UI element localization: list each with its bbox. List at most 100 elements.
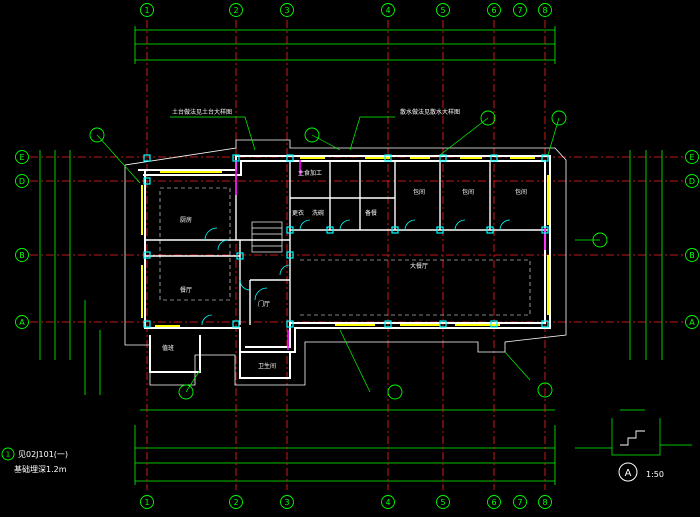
top-dimension-chains bbox=[134, 26, 556, 64]
stair bbox=[251, 221, 283, 253]
axis-label: A bbox=[689, 318, 695, 327]
axis-bubble-top: 8 bbox=[538, 3, 552, 17]
column bbox=[143, 177, 151, 185]
axis-bubble-bottom: 3 bbox=[280, 495, 294, 509]
axis-bubble-left: B bbox=[15, 248, 29, 262]
room-label: 门厅 bbox=[258, 300, 270, 308]
column bbox=[286, 251, 294, 259]
column bbox=[143, 154, 151, 162]
axis-bubble-right: D bbox=[685, 174, 699, 188]
axis-bubble-top: 7 bbox=[513, 3, 527, 17]
axis-label: 5 bbox=[440, 6, 445, 15]
room-label: 包间 bbox=[462, 188, 474, 196]
foundation-note-line-2: 基础埋深1.2m bbox=[14, 464, 67, 474]
axis-label: 3 bbox=[284, 6, 289, 15]
column bbox=[541, 154, 549, 162]
axis-label: 8 bbox=[542, 498, 547, 507]
axis-label: 4 bbox=[385, 6, 390, 15]
room-labels: 厨房 餐厅 大餐厅 包间 包间 包间 主食加工 更衣 洗碗 备餐 门厅 值班 卫… bbox=[162, 169, 527, 370]
column bbox=[541, 320, 549, 328]
column bbox=[286, 226, 294, 234]
axis-bubble-left: A bbox=[15, 315, 29, 329]
column bbox=[439, 154, 447, 162]
dashed-lines bbox=[159, 187, 531, 316]
axis-label: B bbox=[19, 251, 25, 260]
room-label: 更衣 bbox=[292, 209, 304, 217]
room-label: 值班 bbox=[162, 344, 174, 352]
columns bbox=[143, 154, 549, 328]
foundation-note-line-1: 见02J101(一) bbox=[18, 450, 68, 459]
room-label: 主食加工 bbox=[298, 169, 322, 177]
axis-label: 1 bbox=[144, 498, 149, 507]
callout-leaders bbox=[96, 116, 600, 393]
axis-bubble-right: B bbox=[685, 248, 699, 262]
column bbox=[384, 154, 392, 162]
axis-label: 3 bbox=[284, 498, 289, 507]
axis-label: E bbox=[19, 153, 24, 162]
bottom-dimension-chains bbox=[134, 409, 556, 485]
axis-bubble-top: 1 bbox=[140, 3, 154, 17]
axis-label: 7 bbox=[517, 498, 522, 507]
detail-scale: 1:50 bbox=[646, 470, 664, 479]
column bbox=[490, 154, 498, 162]
foundation-note: 1 见02J101(一) 基础埋深1.2m bbox=[1, 447, 68, 474]
column bbox=[143, 320, 151, 328]
detail-a: A 1:50 bbox=[575, 409, 692, 482]
axis-label: A bbox=[19, 318, 25, 327]
axis-bubble-bottom: 4 bbox=[381, 495, 395, 509]
axis-bubble-left: E bbox=[15, 150, 29, 164]
column bbox=[286, 320, 294, 328]
windows bbox=[141, 157, 549, 327]
column bbox=[439, 320, 447, 328]
axis-label: D bbox=[19, 177, 25, 186]
axis-bubble-top: 2 bbox=[229, 3, 243, 17]
axis-label: 2 bbox=[233, 498, 238, 507]
column bbox=[436, 226, 444, 234]
axis-label: 8 bbox=[542, 6, 547, 15]
column bbox=[326, 226, 334, 234]
column bbox=[286, 154, 294, 162]
axis-bubble-bottom: 6 bbox=[487, 495, 501, 509]
axis-bubble-bottom: 5 bbox=[436, 495, 450, 509]
column bbox=[236, 252, 244, 260]
column bbox=[384, 320, 392, 328]
axis-label: E bbox=[689, 153, 694, 162]
svg-text:1: 1 bbox=[6, 451, 10, 459]
axis-bubble-bottom: 1 bbox=[140, 495, 154, 509]
doors bbox=[201, 219, 511, 326]
axis-label: B bbox=[689, 251, 695, 260]
room-label: 洗碗 bbox=[312, 209, 324, 217]
column bbox=[232, 154, 240, 162]
room-label: 包间 bbox=[413, 188, 425, 196]
detail-id: A bbox=[625, 468, 632, 479]
column bbox=[541, 226, 549, 234]
axis-bubble-bottom: 2 bbox=[229, 495, 243, 509]
axis-bubble-right: A bbox=[685, 315, 699, 329]
axis-bubble-top: 3 bbox=[280, 3, 294, 17]
axis-label: 5 bbox=[440, 498, 445, 507]
axis-label: D bbox=[689, 177, 695, 186]
column bbox=[143, 251, 151, 259]
callout-circles bbox=[89, 110, 608, 400]
room-label: 包间 bbox=[515, 188, 527, 196]
axis-bubble-right: E bbox=[685, 150, 699, 164]
room-label: 大餐厅 bbox=[410, 262, 428, 270]
column bbox=[391, 226, 399, 234]
axis-bubble-bottom: 7 bbox=[513, 495, 527, 509]
axis-bubble-left: D bbox=[15, 174, 29, 188]
axis-label: 6 bbox=[491, 498, 496, 507]
room-label: 卫生间 bbox=[258, 362, 276, 370]
apron-outline bbox=[124, 139, 567, 386]
column bbox=[490, 320, 498, 328]
axis-label: 4 bbox=[385, 498, 390, 507]
axis-label: 2 bbox=[233, 6, 238, 15]
axis-bubble-top: 5 bbox=[436, 3, 450, 17]
room-label: 餐厅 bbox=[180, 286, 192, 294]
axis-label: 7 bbox=[517, 6, 522, 15]
room-label: 厨房 bbox=[180, 216, 192, 224]
room-label: 备餐 bbox=[365, 209, 377, 217]
axis-bubble-bottom: 8 bbox=[538, 495, 552, 509]
